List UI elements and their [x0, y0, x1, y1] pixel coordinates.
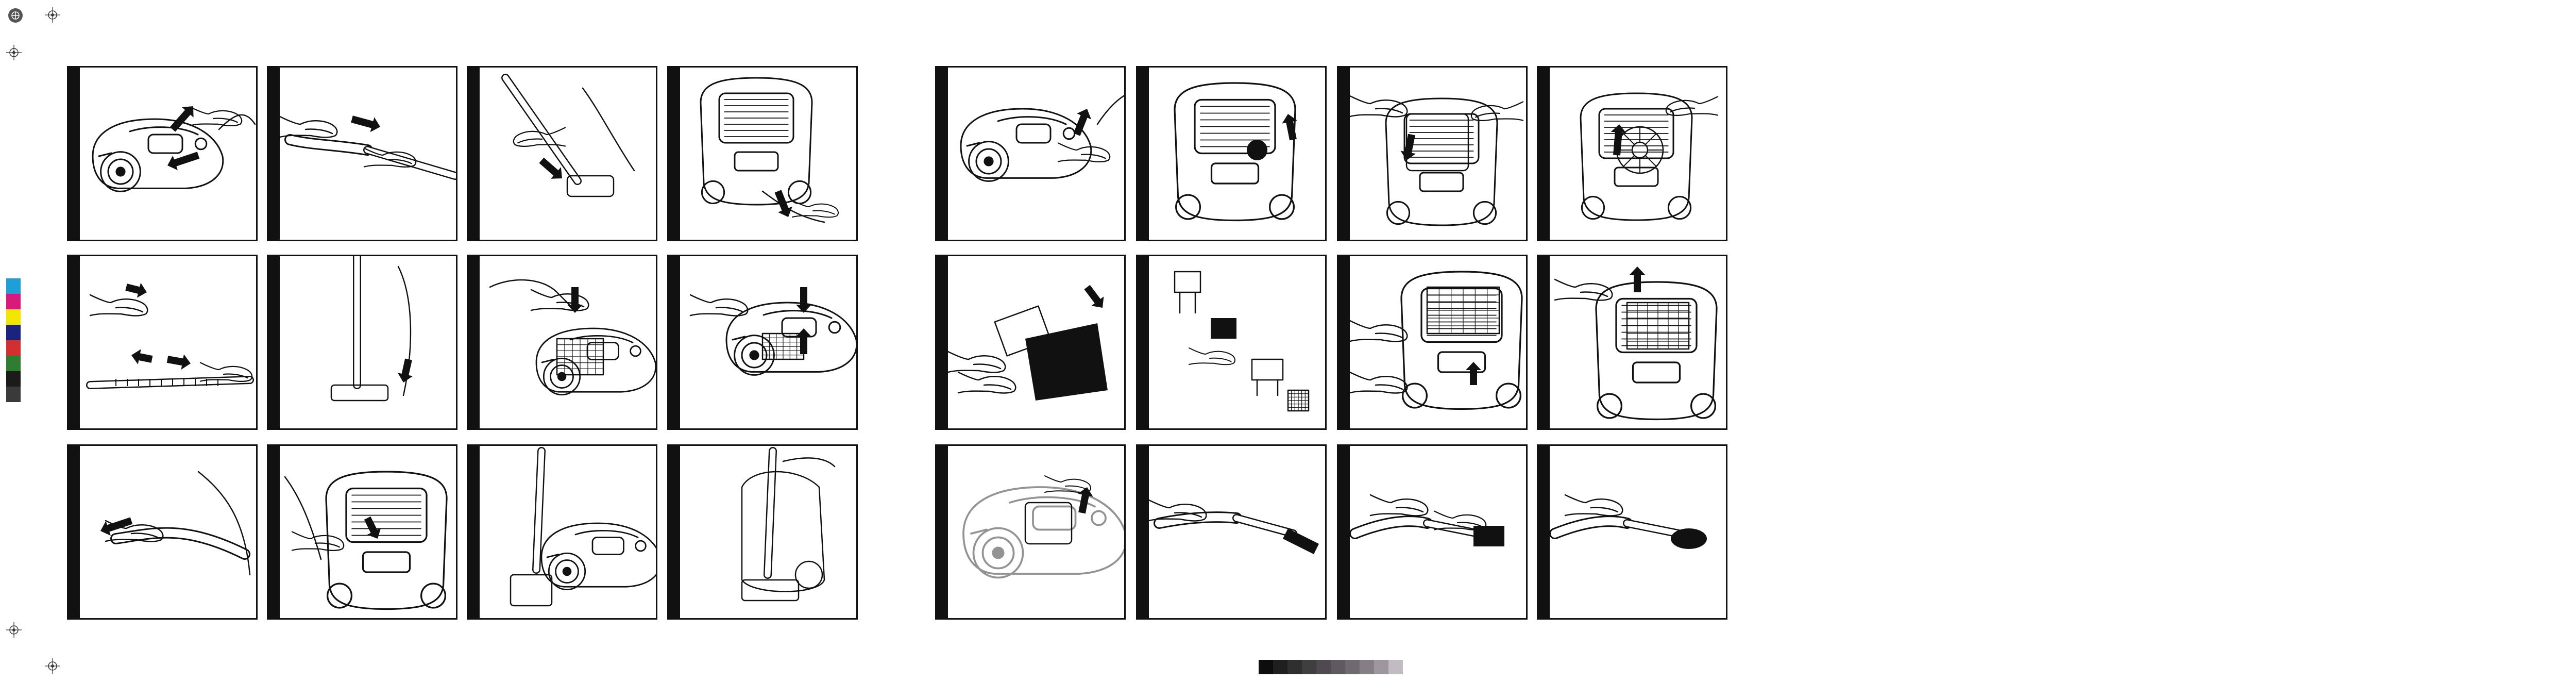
- illustration-panel-floor-nozzle-press: [267, 255, 457, 430]
- illustration-panel-power-dial: [667, 255, 858, 430]
- color-swatch: [6, 325, 21, 340]
- illustration-panel-hose-attach: [267, 66, 457, 241]
- panel-spine: [69, 256, 80, 428]
- gray-swatch: [1273, 660, 1287, 674]
- gray-swatch: [1345, 660, 1360, 674]
- motor-filter-lift-illustration: [948, 446, 1124, 618]
- illustration-panel-dusting-brush: [1537, 444, 1727, 620]
- illustration-panel-cord-pull: [667, 66, 858, 241]
- power-dial-illustration: [680, 256, 856, 428]
- panel-spine: [268, 68, 280, 240]
- illustration-panel-bag-card-fold: [935, 255, 1126, 430]
- dust-bag-remove-illustration: [1149, 68, 1325, 240]
- illustration-panel-vacuum-top-view: [267, 444, 457, 620]
- gray-swatch: [1316, 660, 1331, 674]
- illustration-panel-upholstery-tool: [1337, 444, 1528, 620]
- color-swatch: [6, 294, 21, 309]
- panel-spine: [1338, 68, 1350, 240]
- color-swatch: [6, 309, 21, 325]
- panel-spine: [268, 446, 280, 618]
- filter-holder-illustration: [1550, 68, 1726, 240]
- illustration-panel-exhaust-filter-open: [1337, 255, 1528, 430]
- color-swatch: [6, 371, 21, 387]
- panel-spine: [69, 68, 80, 240]
- color-swatch: [6, 278, 21, 294]
- gray-swatch: [1374, 660, 1388, 674]
- cord-pull-illustration: [680, 68, 856, 240]
- exhaust-filter-open-illustration: [1350, 256, 1526, 428]
- upholstery-tool-illustration: [1350, 446, 1526, 618]
- registration-mark-icon: [44, 6, 61, 24]
- illustration-panel-motor-filter-lift: [935, 444, 1126, 620]
- dusting-brush-illustration: [1550, 446, 1726, 618]
- illustration-panel-dust-bag-insert: [1337, 66, 1528, 241]
- panel-spine: [468, 256, 480, 428]
- illustration-panel-cord-rewind-pedal: [467, 255, 657, 430]
- panel-spine: [669, 68, 680, 240]
- illustration-panel-exhaust-filter-remove: [1537, 255, 1727, 430]
- panel-spine: [937, 68, 948, 240]
- tube-park-illustration: [480, 446, 656, 618]
- gray-swatch: [1360, 660, 1374, 674]
- gray-swatch: [1388, 660, 1403, 674]
- illustration-panel-hose-release: [67, 444, 258, 620]
- tube-adjust-illustration: [80, 256, 256, 428]
- gray-swatch: [1259, 660, 1273, 674]
- filter-parts-illustration: [1149, 256, 1325, 428]
- panel-spine: [937, 446, 948, 618]
- panel-spine: [1138, 446, 1149, 618]
- panel-spine: [1538, 68, 1550, 240]
- registration-mark-icon: [5, 5, 26, 26]
- illustration-panel-vacuum-lid-open: [67, 66, 258, 241]
- color-bar-left: [6, 278, 21, 402]
- panel-spine: [1138, 256, 1149, 428]
- vacuum-top-view-illustration: [280, 446, 456, 618]
- cord-rewind-pedal-illustration: [480, 256, 656, 428]
- panel-spine: [1338, 256, 1350, 428]
- color-swatch: [6, 356, 21, 371]
- crevice-tool-illustration: [1149, 446, 1325, 618]
- dust-bag-insert-illustration: [1350, 68, 1526, 240]
- bag-card-fold-illustration: [948, 256, 1124, 428]
- panel-spine: [937, 256, 948, 428]
- panel-spine: [468, 68, 480, 240]
- illustration-panel-cover-release: [935, 66, 1126, 241]
- illustration-panel-filter-holder: [1537, 66, 1727, 241]
- illustration-panel-dust-bag-remove: [1136, 66, 1327, 241]
- illustration-panel-crevice-tool: [1136, 444, 1327, 620]
- exhaust-filter-remove-illustration: [1550, 256, 1726, 428]
- panel-spine: [1538, 446, 1550, 618]
- illustration-panel-tube-adjust: [67, 255, 258, 430]
- panel-spine: [1538, 256, 1550, 428]
- illustration-panel-tube-park: [467, 444, 657, 620]
- illustration-panel-upright-storage: [667, 444, 858, 620]
- gray-swatch: [1331, 660, 1345, 674]
- panel-spine: [468, 446, 480, 618]
- panel-spine: [1338, 446, 1350, 618]
- hose-attach-illustration: [280, 68, 456, 240]
- panel-spine: [268, 256, 280, 428]
- upright-storage-illustration: [680, 446, 856, 618]
- panel-spine: [669, 446, 680, 618]
- panel-spine: [69, 446, 80, 618]
- floor-nozzle-press-illustration: [280, 256, 456, 428]
- gray-swatch: [1302, 660, 1316, 674]
- gray-scale-bar: [1259, 660, 1403, 674]
- gray-swatch: [1287, 660, 1302, 674]
- color-swatch: [6, 387, 21, 402]
- panel-spine: [1138, 68, 1149, 240]
- illustration-panel-filter-parts: [1136, 255, 1327, 430]
- vacuum-lid-open-illustration: [80, 68, 256, 240]
- color-swatch: [6, 340, 21, 356]
- illustration-panel-nozzle-attach: [467, 66, 657, 241]
- panel-spine: [669, 256, 680, 428]
- registration-mark-icon: [5, 621, 23, 639]
- cover-release-illustration: [948, 68, 1124, 240]
- registration-mark-icon: [44, 657, 61, 675]
- registration-mark-icon: [5, 44, 23, 61]
- hose-release-illustration: [80, 446, 256, 618]
- nozzle-attach-illustration: [480, 68, 656, 240]
